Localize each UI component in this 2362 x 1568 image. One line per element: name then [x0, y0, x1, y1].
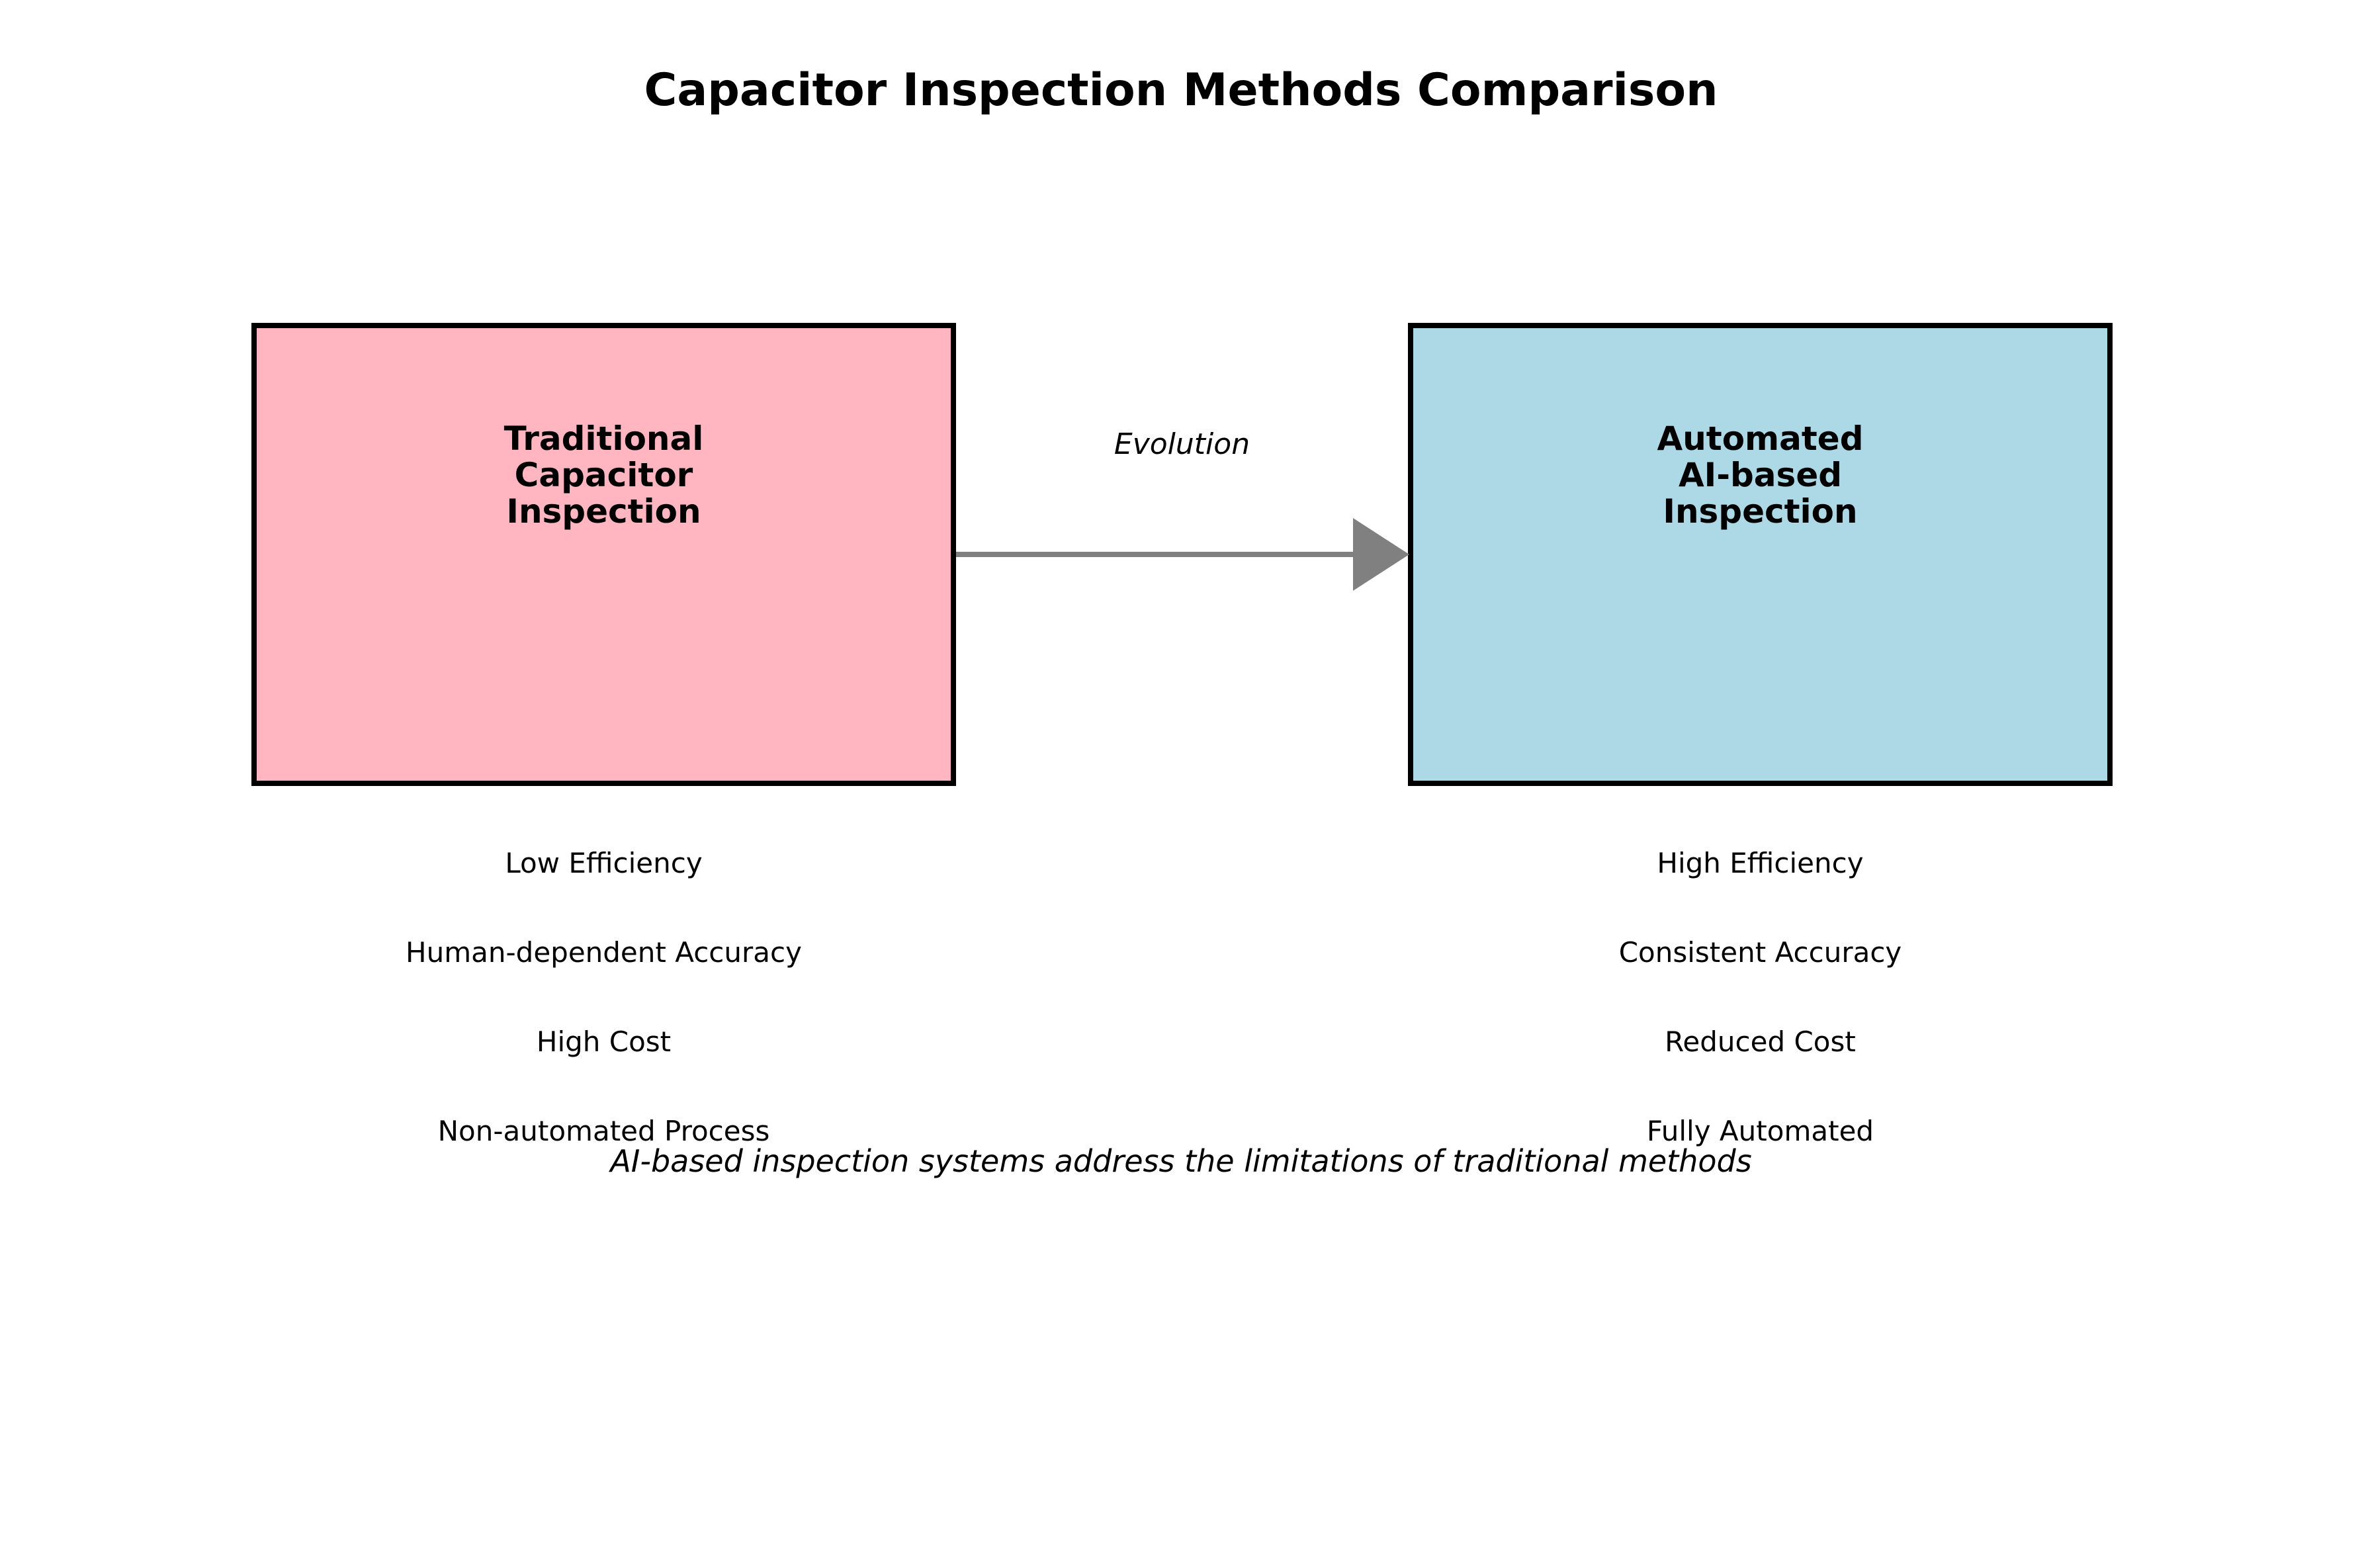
automated-feature: High Efficiency — [1657, 847, 1864, 879]
evolution-arrow-label: Evolution — [1114, 427, 1250, 461]
arrow-right-icon — [1353, 518, 1409, 591]
automated-feature: Fully Automated — [1646, 1115, 1874, 1147]
automated-inspection-box: Automated AI-based Inspection — [1408, 323, 2113, 786]
traditional-inspection-box-label: Traditional Capacitor Inspection — [503, 419, 704, 531]
diagram-footnote: AI-based inspection systems address the … — [610, 1143, 1752, 1179]
diagram-title: Capacitor Inspection Methods Comparison — [644, 64, 1718, 116]
traditional-inspection-box: Traditional Capacitor Inspection — [251, 323, 956, 786]
traditional-feature: High Cost — [536, 1025, 672, 1058]
automated-feature: Consistent Accuracy — [1618, 936, 1902, 969]
evolution-arrow-line — [956, 552, 1354, 557]
traditional-feature: Human-dependent Accuracy — [406, 936, 802, 969]
automated-feature: Reduced Cost — [1665, 1025, 1856, 1058]
traditional-feature: Non-automated Process — [437, 1115, 770, 1147]
traditional-feature: Low Efficiency — [505, 847, 703, 879]
automated-inspection-box-label: Automated AI-based Inspection — [1657, 419, 1864, 531]
